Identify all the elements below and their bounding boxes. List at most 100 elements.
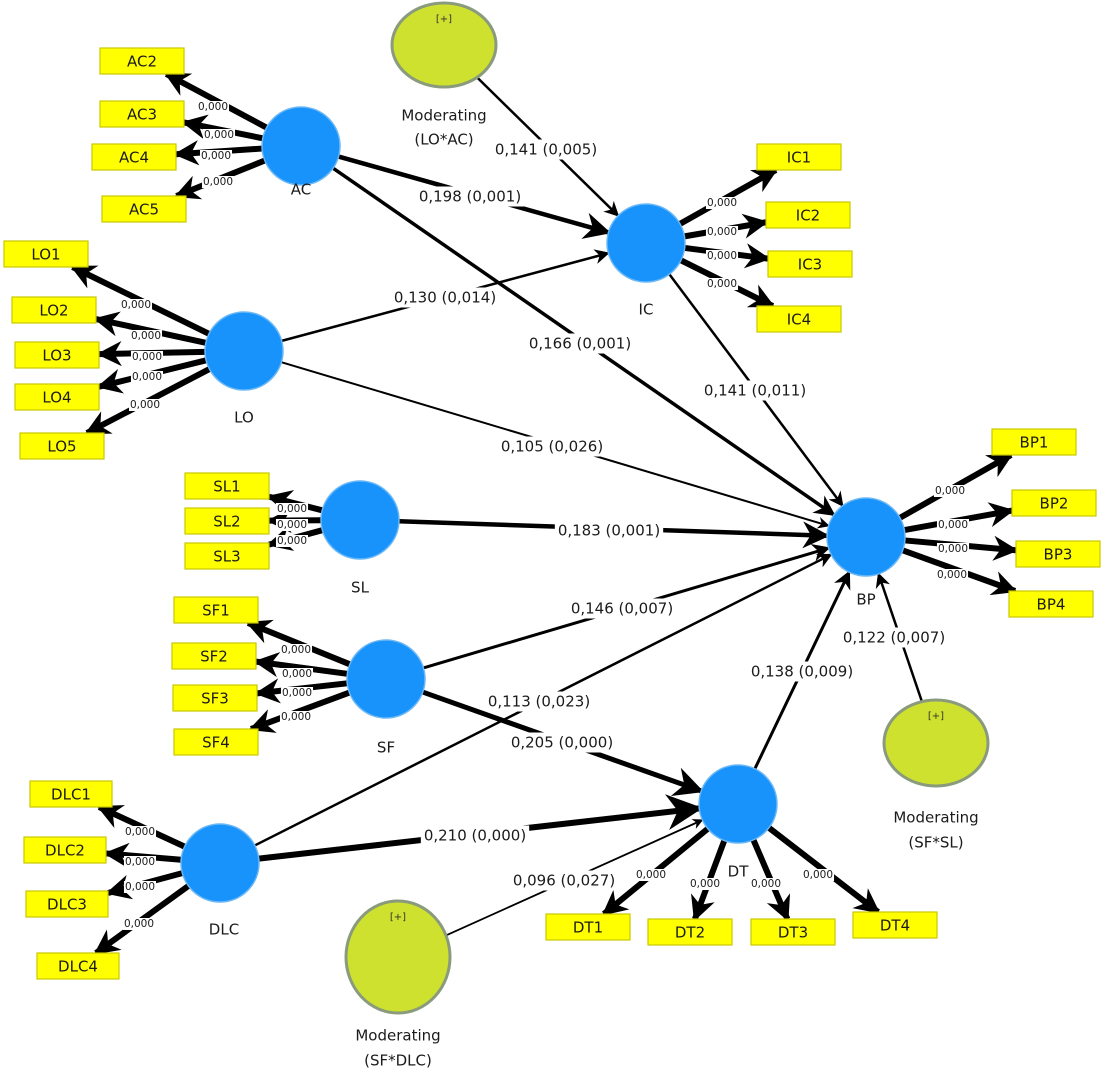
indicator-dt1[interactable]: DT1: [545, 913, 631, 941]
latent-variable-sf[interactable]: [346, 639, 426, 719]
indicator-dt4[interactable]: DT4: [852, 911, 938, 939]
indicator-lo1[interactable]: LO1: [3, 240, 89, 268]
indicator-ac2[interactable]: AC2: [99, 47, 185, 75]
indicator-box[interactable]: [29, 780, 113, 808]
indicator-box[interactable]: [171, 642, 257, 670]
latent-variable-ac[interactable]: [261, 106, 341, 186]
indicator-box[interactable]: [99, 47, 185, 75]
indicator-box[interactable]: [23, 836, 107, 864]
indicator-box[interactable]: [756, 143, 842, 171]
indicator-box[interactable]: [25, 890, 109, 918]
loading-pvalue-label: 0,000: [707, 197, 737, 209]
indicator-dlc3[interactable]: DLC3: [25, 890, 109, 918]
indicator-box[interactable]: [99, 100, 185, 128]
indicator-lo5[interactable]: LO5: [19, 432, 105, 460]
moderator-ellipse[interactable]: [344, 899, 452, 1015]
latent-circle[interactable]: [180, 823, 260, 903]
indicator-ac5[interactable]: AC5: [101, 195, 187, 223]
indicator-bp2[interactable]: BP2: [1011, 489, 1097, 517]
indicator-box[interactable]: [1011, 489, 1097, 517]
indicator-box[interactable]: [101, 195, 187, 223]
moderator-ellipse[interactable]: [390, 1, 498, 89]
indicator-sl3[interactable]: SL3: [184, 542, 270, 570]
expand-plus-icon[interactable]: [+]: [928, 711, 944, 722]
indicator-box[interactable]: [1008, 590, 1094, 618]
indicator-bp4[interactable]: BP4: [1008, 590, 1094, 618]
indicator-box[interactable]: [14, 341, 100, 369]
latent-variable-lo[interactable]: [204, 311, 284, 391]
indicator-lo2[interactable]: LO2: [11, 296, 97, 324]
indicator-ic3[interactable]: IC3: [767, 250, 853, 278]
expand-plus-icon[interactable]: [+]: [390, 912, 406, 923]
loading-pvalue-label: 0,000: [121, 299, 151, 311]
latent-circle[interactable]: [346, 639, 426, 719]
indicator-box[interactable]: [172, 684, 258, 712]
indicator-dt3[interactable]: DT3: [750, 918, 836, 946]
latent-variable-ic[interactable]: [606, 203, 686, 283]
indicator-dlc1[interactable]: DLC1: [29, 780, 113, 808]
indicator-ac4[interactable]: AC4: [91, 143, 177, 171]
indicator-box[interactable]: [767, 250, 853, 278]
loading-arrow-sf2[interactable]: [253, 652, 348, 678]
indicator-sf1[interactable]: SF1: [173, 596, 259, 624]
indicator-sf2[interactable]: SF2: [171, 642, 257, 670]
indicator-lo3[interactable]: LO3: [14, 341, 100, 369]
indicator-box[interactable]: [545, 913, 631, 941]
indicator-box[interactable]: [184, 472, 270, 500]
indicator-box[interactable]: [184, 507, 270, 535]
indicator-sf3[interactable]: SF3: [172, 684, 258, 712]
indicator-box[interactable]: [11, 296, 97, 324]
indicator-dt2[interactable]: DT2: [647, 918, 733, 946]
loading-arrow-sf4[interactable]: [248, 689, 351, 733]
indicator-box[interactable]: [91, 143, 177, 171]
loading-arrow-ac2[interactable]: [164, 71, 269, 131]
indicator-box[interactable]: [756, 305, 842, 333]
indicator-box[interactable]: [19, 432, 105, 460]
indicator-sf4[interactable]: SF4: [173, 728, 259, 756]
indicator-box[interactable]: [750, 918, 836, 946]
indicator-dlc2[interactable]: DLC2: [23, 836, 107, 864]
latent-variable-bp[interactable]: [826, 497, 906, 577]
latent-circle[interactable]: [606, 203, 686, 283]
indicator-box[interactable]: [173, 728, 259, 756]
indicator-box[interactable]: [184, 542, 270, 570]
indicator-sl2[interactable]: SL2: [184, 507, 270, 535]
indicator-ac3[interactable]: AC3: [99, 100, 185, 128]
indicator-box[interactable]: [14, 383, 100, 411]
indicator-sl1[interactable]: SL1: [184, 472, 270, 500]
path-coefficient-label: 0,113 (0,023): [488, 693, 590, 711]
latent-variable-sl[interactable]: [320, 480, 400, 560]
indicator-box[interactable]: [852, 911, 938, 939]
indicator-box[interactable]: [173, 596, 259, 624]
expand-plus-icon[interactable]: [+]: [436, 14, 452, 25]
latent-circle[interactable]: [261, 106, 341, 186]
latent-variable-dlc[interactable]: [180, 823, 260, 903]
indicator-box[interactable]: [765, 201, 851, 229]
indicator-box[interactable]: [647, 918, 733, 946]
indicator-box[interactable]: [3, 240, 89, 268]
loading-pvalue-label: 0,000: [937, 569, 967, 581]
loading-arrow-sf1[interactable]: [245, 619, 351, 668]
indicator-ic1[interactable]: IC1: [756, 143, 842, 171]
loading-arrow-ic1[interactable]: [678, 167, 779, 227]
latent-circle[interactable]: [698, 764, 778, 844]
indicator-bp1[interactable]: BP1: [991, 428, 1077, 456]
latent-variable-label: DLC: [209, 921, 239, 939]
latent-circle[interactable]: [204, 311, 284, 391]
moderator-loac[interactable]: [+]: [390, 1, 498, 89]
indicator-lo4[interactable]: LO4: [14, 383, 100, 411]
indicator-box[interactable]: [36, 952, 120, 980]
indicator-bp3[interactable]: BP3: [1015, 540, 1101, 568]
indicator-ic2[interactable]: IC2: [765, 201, 851, 229]
loading-pvalue-label: 0,000: [707, 250, 737, 262]
indicator-dlc4[interactable]: DLC4: [36, 952, 120, 980]
indicator-ic4[interactable]: IC4: [756, 305, 842, 333]
indicator-box[interactable]: [1015, 540, 1101, 568]
moderator-sfsl[interactable]: [+]: [882, 698, 990, 788]
indicator-box[interactable]: [991, 428, 1077, 456]
latent-variable-dt[interactable]: [698, 764, 778, 844]
latent-circle[interactable]: [826, 497, 906, 577]
moderator-sfdlc[interactable]: [+]: [344, 899, 452, 1015]
latent-circle[interactable]: [320, 480, 400, 560]
moderator-ellipse[interactable]: [882, 698, 990, 788]
